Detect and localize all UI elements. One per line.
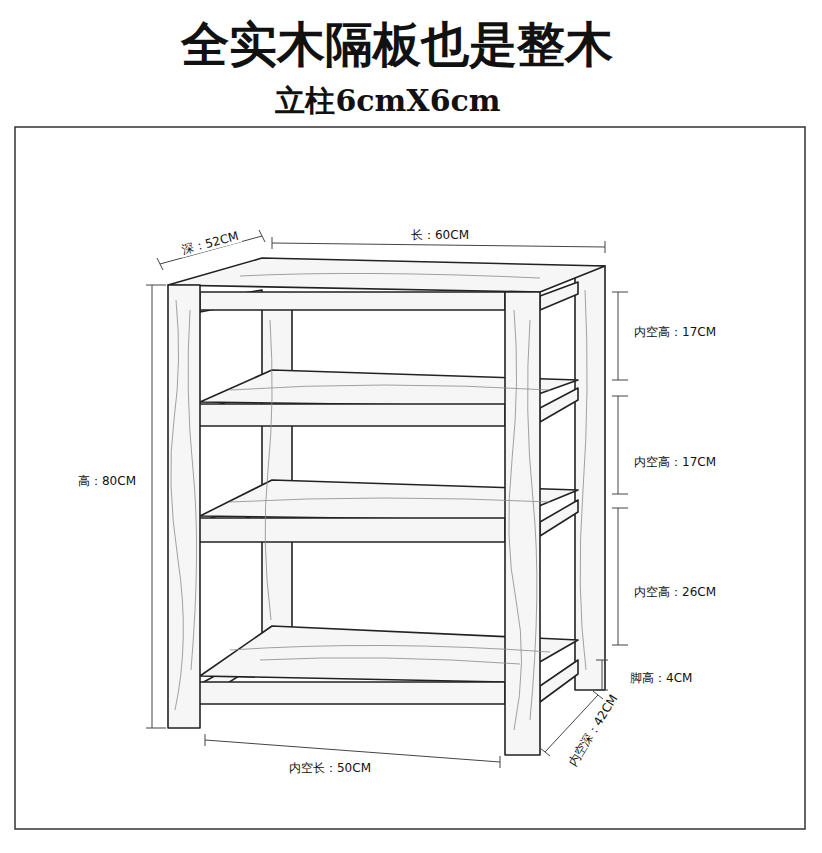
- dimension-label: 内空高：17CM: [632, 455, 718, 469]
- dimension-label-holder: 高：80CM: [76, 471, 138, 489]
- dimension-label: 高：80CM: [76, 474, 138, 488]
- shelf-drawing: [168, 258, 605, 755]
- dimension-label: 深：52CM: [178, 228, 242, 258]
- dimension-label: 长：60CM: [409, 228, 471, 242]
- subtitle-holder: 立柱6cmX6cm: [275, 84, 500, 117]
- dimension-label-holder: 长：60CM: [409, 225, 471, 243]
- picture-frame: [15, 127, 805, 829]
- dimension-label-holder: 深：52CM: [178, 225, 243, 258]
- title: 全实木隔板也是整木: [181, 18, 613, 71]
- dimension-label: 内空长：50CM: [287, 761, 373, 775]
- dimension-label: 内空高：17CM: [632, 325, 718, 339]
- dimension-label-holder: 内空高：26CM: [632, 582, 718, 600]
- dimension-label-holder: 内空高：17CM: [632, 322, 718, 340]
- title-holder: 全实木隔板也是整木: [181, 18, 613, 71]
- dimension-lines: [146, 230, 628, 768]
- wood-grain: [171, 273, 587, 730]
- dimension-label: 脚高：4CM: [628, 671, 694, 685]
- subtitle: 立柱6cmX6cm: [275, 84, 500, 117]
- dimension-label: 内空深：42CM: [564, 690, 622, 771]
- dimension-label-holder: 内空高：17CM: [632, 452, 718, 470]
- dimension-label-holder: 内空长：50CM: [287, 758, 373, 776]
- dimension-label-holder: 脚高：4CM: [628, 668, 694, 686]
- dimension-label: 内空高：26CM: [632, 585, 718, 599]
